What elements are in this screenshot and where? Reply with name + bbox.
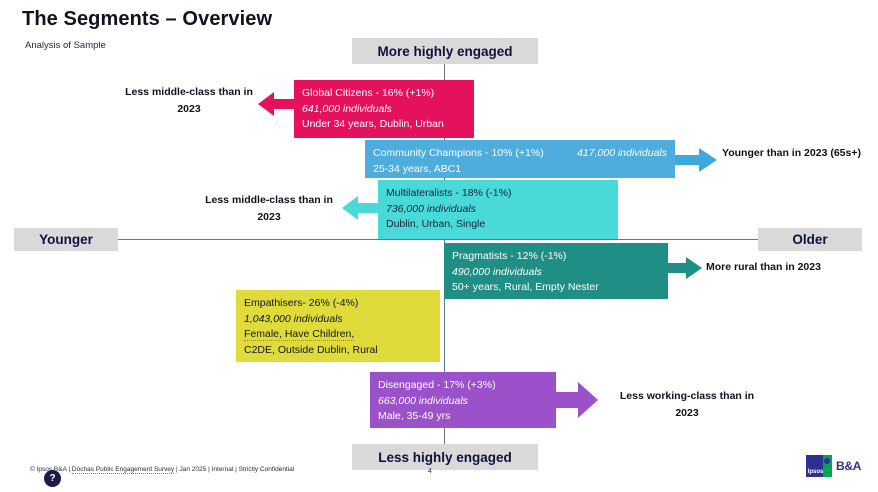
callout-line-1: Less middle-class than in bbox=[205, 194, 333, 206]
segment-headline: Disengaged - 17% (+3%) bbox=[378, 379, 496, 391]
arrow-left-global-citizens bbox=[258, 92, 300, 116]
segment-box-pragmatists[interactable]: Pragmatists - 12% (-1%) 490,000 individu… bbox=[444, 243, 668, 299]
page-title: The Segments – Overview bbox=[22, 8, 273, 30]
ipsos-logo-dot bbox=[824, 458, 830, 464]
axis-label-younger: Younger bbox=[14, 228, 118, 251]
callout-line-2: 2023 bbox=[675, 407, 699, 419]
callout-line-2: 2023 bbox=[177, 103, 201, 115]
segment-headline: Community Champions - 10% (+1%) bbox=[373, 147, 544, 159]
help-icon[interactable]: ? bbox=[44, 470, 61, 487]
callout-multilateralists: Less middle-class than in 2023 bbox=[196, 192, 342, 226]
segment-descriptors: Under 34 years, Dublin, Urban bbox=[302, 118, 444, 130]
segment-descriptors: 50+ years, Rural, Empty Nester bbox=[452, 281, 599, 293]
bna-logo-wordmark: B&A bbox=[836, 459, 862, 473]
segment-descriptors: 25-34 years, ABC1 bbox=[373, 162, 462, 175]
page-number: 4 bbox=[428, 468, 432, 475]
arrow-right-community-champions bbox=[675, 148, 717, 172]
callout-community-champions: Younger than in 2023 (65s+) bbox=[722, 145, 878, 162]
footer-separator-1: | bbox=[68, 466, 71, 473]
segment-box-multilateralists[interactable]: Multilateralists - 18% (-1%) 736,000 ind… bbox=[378, 180, 618, 239]
axis-label-less-engaged: Less highly engaged bbox=[352, 444, 538, 470]
footer-text: © Ipsos B&A | Dóchas Public Engagement S… bbox=[30, 466, 295, 474]
segment-descriptors: Dublin, Urban, Single bbox=[386, 218, 486, 230]
ipsos-logo-wordmark: Ipsos bbox=[807, 469, 824, 475]
segment-headline: Empathisers- 26% (-4%) bbox=[244, 297, 359, 309]
segment-individuals: 663,000 individuals bbox=[378, 394, 468, 407]
segment-individuals: 736,000 individuals bbox=[386, 202, 476, 215]
footer-classification-confidential: Strictly Confidential bbox=[238, 466, 295, 473]
footer-separator-3: | bbox=[208, 466, 210, 473]
callout-global-citizens: Less middle-class than in 2023 bbox=[118, 84, 260, 118]
segment-individuals: 417,000 individuals bbox=[577, 147, 667, 159]
footer-date: Jan 2025 bbox=[179, 466, 207, 473]
callout-line-1: Less middle-class than in bbox=[125, 86, 253, 98]
arrow-right-disengaged bbox=[556, 382, 598, 418]
footer-separator-2: | bbox=[176, 466, 178, 473]
segment-headline: Global Citizens - 16% (+1%) bbox=[302, 87, 435, 99]
segment-box-empathisers[interactable]: Empathisers- 26% (-4%) 1,043,000 individ… bbox=[236, 290, 440, 362]
footer-copyright: © Ipsos B&A bbox=[30, 466, 67, 473]
callout-line-1: Less working-class than in bbox=[619, 390, 755, 402]
segment-individuals: 1,043,000 individuals bbox=[244, 312, 343, 325]
axis-label-more-engaged: More highly engaged bbox=[352, 38, 538, 64]
ipsos-logo-mark: Ipsos bbox=[806, 455, 832, 477]
page-subtitle: Analysis of Sample bbox=[25, 40, 106, 51]
arrow-right-pragmatists bbox=[668, 257, 702, 279]
footer-survey-name: Dóchas Public Engagement Survey bbox=[71, 466, 175, 474]
axis-label-older: Older bbox=[758, 228, 862, 251]
footer-separator-4: | bbox=[235, 466, 237, 473]
segment-descriptors: Male, 35-49 yrs bbox=[378, 410, 451, 422]
arrow-left-multilateralists bbox=[342, 196, 384, 220]
callout-line-1: More rural than in 2023 bbox=[706, 261, 821, 273]
horizontal-axis-line bbox=[118, 239, 758, 240]
segment-descriptors-line-2: C2DE, Outside Dublin, Rural bbox=[244, 343, 378, 356]
footer-classification-internal: Internal bbox=[211, 466, 234, 473]
callout-line-1: Younger than in 2023 (65s+) bbox=[722, 147, 861, 159]
segment-descriptors-line-1: Female, Have Children, bbox=[244, 328, 355, 341]
segment-box-global-citizens[interactable]: Global Citizens - 16% (+1%) 641,000 indi… bbox=[294, 80, 474, 138]
segment-box-community-champions[interactable]: Community Champions - 10% (+1%) 417,000 … bbox=[365, 140, 675, 178]
callout-line-2: 2023 bbox=[257, 211, 281, 223]
callout-disengaged: Less working-class than in 2023 bbox=[602, 388, 772, 422]
callout-pragmatists: More rural than in 2023 bbox=[706, 259, 874, 276]
segment-individuals: 490,000 individuals bbox=[452, 265, 542, 278]
segment-headline: Multilateralists - 18% (-1%) bbox=[386, 187, 512, 199]
segment-headline: Pragmatists - 12% (-1%) bbox=[452, 250, 567, 262]
segment-box-disengaged[interactable]: Disengaged - 17% (+3%) 663,000 individua… bbox=[370, 372, 556, 428]
ipsos-bna-logo: Ipsos B&A bbox=[806, 455, 861, 477]
segment-individuals: 641,000 individuals bbox=[302, 102, 392, 115]
